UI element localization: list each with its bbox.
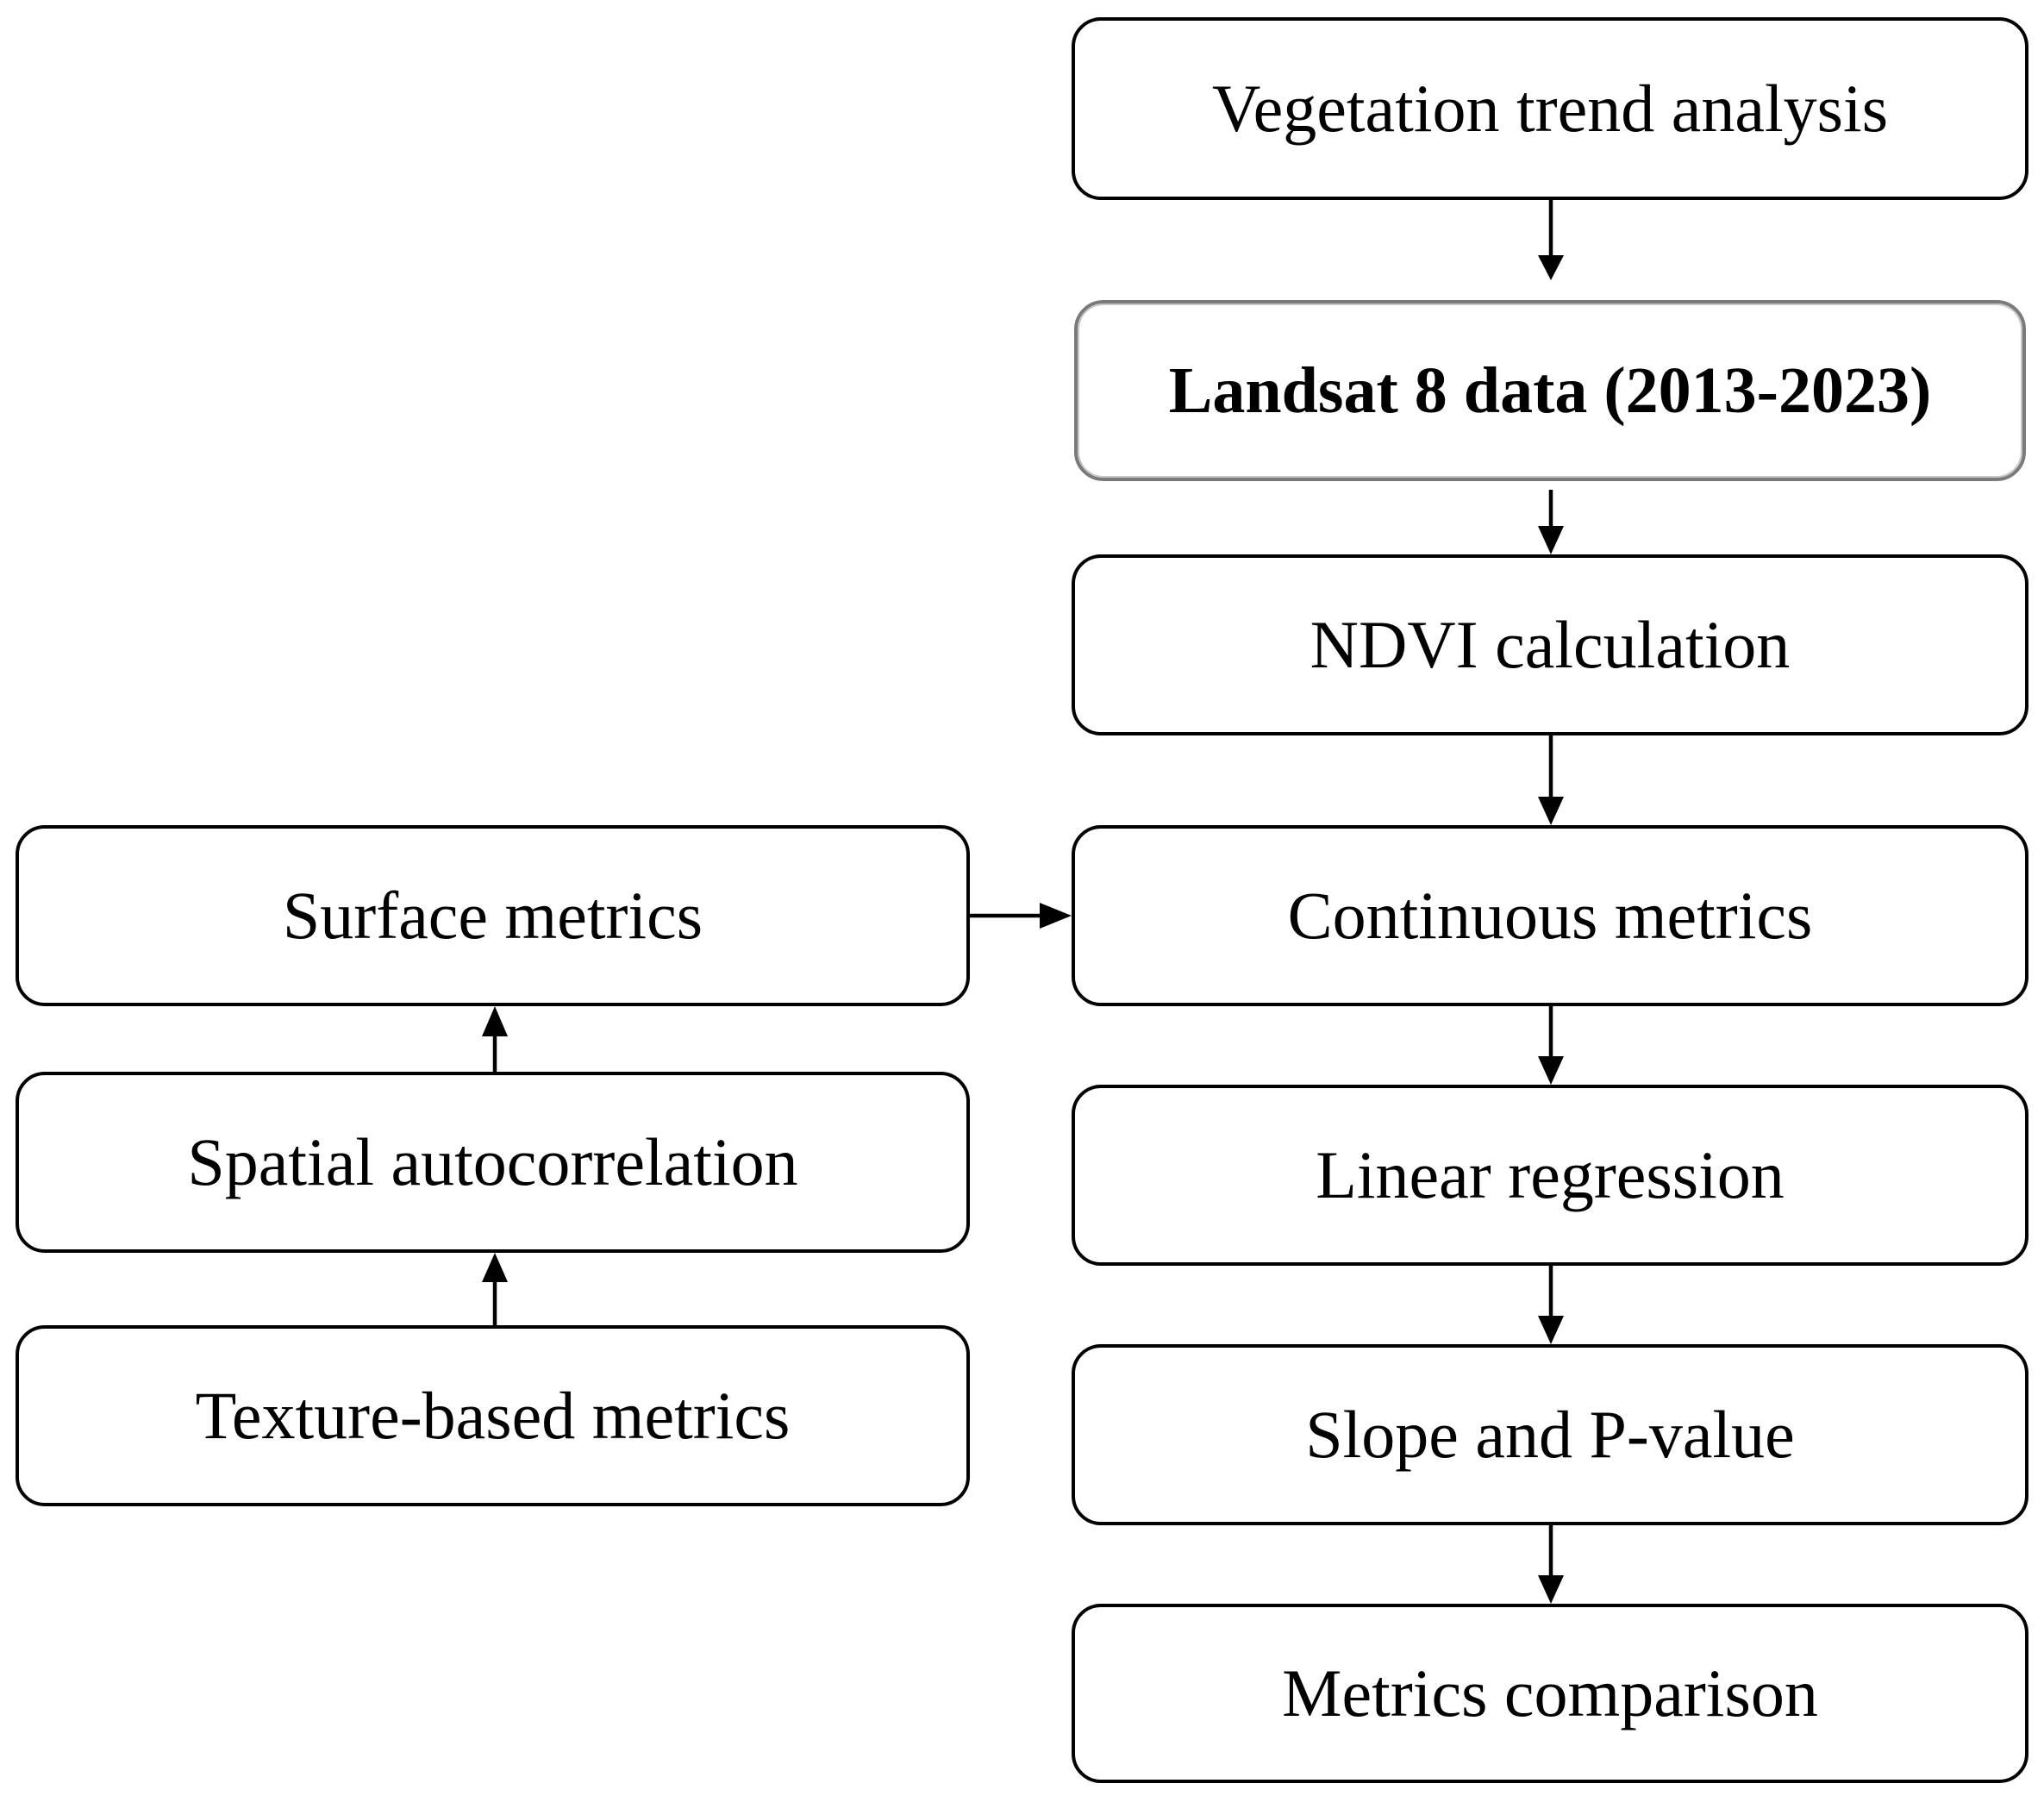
arrow-spatial-to-surface: [482, 1006, 508, 1072]
node-label: Surface metrics: [282, 878, 703, 953]
node-label: Vegetation trend analysis: [1211, 71, 1889, 146]
arrow-linear-to-slope: [1538, 1266, 1564, 1344]
arrow-vegetation-to-landsat: [1538, 200, 1564, 280]
node-label: Continuous metrics: [1287, 878, 1813, 953]
node-landsat-8-data: Landsat 8 data (2013-2023): [1074, 300, 2026, 481]
node-label: Spatial autocorrelation: [187, 1124, 798, 1199]
node-label: Texture-based metrics: [195, 1378, 791, 1453]
node-texture-based-metrics: Texture-based metrics: [16, 1325, 970, 1506]
arrow-landsat-to-ndvi: [1538, 490, 1564, 554]
arrow-surface-to-continuous: [970, 903, 1072, 929]
node-metrics-comparison: Metrics comparison: [1072, 1604, 2028, 1783]
node-ndvi-calculation: NDVI calculation: [1072, 554, 2028, 735]
node-continuous-metrics: Continuous metrics: [1072, 825, 2028, 1006]
node-linear-regression: Linear regression: [1072, 1085, 2028, 1266]
node-label: Metrics comparison: [1282, 1655, 1818, 1730]
node-label: NDVI calculation: [1310, 607, 1791, 682]
arrow-slope-to-comparison: [1538, 1525, 1564, 1604]
node-label: Slope and P-value: [1305, 1397, 1795, 1472]
node-label: Landsat 8 data (2013-2023): [1168, 354, 1932, 427]
node-spatial-autocorrelation: Spatial autocorrelation: [16, 1072, 970, 1253]
node-label: Linear regression: [1316, 1137, 1785, 1212]
arrow-texture-to-spatial: [482, 1253, 508, 1325]
node-surface-metrics: Surface metrics: [16, 825, 970, 1006]
node-slope-and-p-value: Slope and P-value: [1072, 1344, 2028, 1525]
node-vegetation-trend-analysis: Vegetation trend analysis: [1072, 17, 2028, 200]
arrow-ndvi-to-continuous: [1538, 735, 1564, 825]
arrow-continuous-to-linear: [1538, 1006, 1564, 1085]
